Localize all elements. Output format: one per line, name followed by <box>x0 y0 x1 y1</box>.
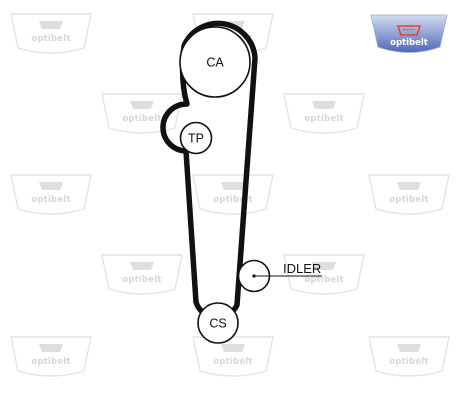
watermark-badge-shape <box>10 13 92 54</box>
watermark-text: optibelt <box>31 195 70 205</box>
watermark-emblem-icon <box>39 344 63 352</box>
pulley-cs: CS <box>197 302 239 344</box>
watermark-text: optibelt <box>213 195 252 205</box>
watermark-mark: optibelt <box>283 93 365 134</box>
watermark-emblem-icon <box>312 262 336 270</box>
watermark-text: optibelt <box>122 114 161 124</box>
watermark-text: optibelt <box>304 114 343 124</box>
watermark-badge-shape <box>101 93 183 134</box>
watermark-emblem-icon <box>221 182 245 190</box>
watermark-text: optibelt <box>304 275 343 285</box>
watermark-mark: optibelt <box>368 174 450 215</box>
watermark-mark: optibelt <box>192 336 274 377</box>
watermark-badge-shape <box>368 336 450 377</box>
watermark-text: optibelt <box>213 357 252 367</box>
watermark-emblem-icon <box>397 182 421 190</box>
watermark-badge-shape <box>283 93 365 134</box>
crankshaft-pulley-circle <box>197 302 239 344</box>
logo-badge-shape <box>370 14 448 53</box>
watermark-badge-shape <box>10 174 92 215</box>
watermark-mark: optibelt <box>101 93 183 134</box>
watermark-text: optibelt <box>389 195 428 205</box>
watermark-badge-shape <box>192 336 274 377</box>
watermark-emblem-icon <box>130 101 154 109</box>
watermark-emblem-icon <box>397 344 421 352</box>
pulley-tp: TP <box>179 121 213 155</box>
idler-callout: IDLER <box>255 261 322 277</box>
watermark-mark: optibelt <box>10 174 92 215</box>
watermark-text: optibelt <box>389 357 428 367</box>
camshaft-pulley-circle <box>179 26 251 98</box>
watermark-badge-shape <box>10 336 92 377</box>
watermark-mark: optibelt <box>10 13 92 54</box>
watermark-emblem-icon <box>39 21 63 29</box>
watermark-emblem-icon <box>312 101 336 109</box>
watermark-badge-shape <box>192 174 274 215</box>
pulley-ca: CA <box>179 26 251 98</box>
watermark-text: optibelt <box>31 357 70 367</box>
pulley-tp-label: TP <box>188 132 204 146</box>
watermark-emblem-icon <box>39 182 63 190</box>
watermark-emblem-icon <box>130 262 154 270</box>
watermark-mark: optibelt <box>283 254 365 295</box>
watermark-text: optibelt <box>122 275 161 285</box>
watermark-badge-shape <box>101 254 183 295</box>
watermark-badge-shape <box>283 254 365 295</box>
watermark-mark: optibelt <box>368 336 450 377</box>
pulley-ca-label: CA <box>206 56 224 70</box>
watermark-text: optibelt <box>31 34 70 44</box>
watermark-mark: optibelt <box>10 336 92 377</box>
watermark-mark: optibelt <box>101 254 183 295</box>
idler-center-dot <box>252 274 256 278</box>
logo-text: optibelt <box>390 38 428 48</box>
logo-emblem-icon <box>396 25 422 36</box>
tensioner-pulley-circle <box>179 121 213 155</box>
watermark-emblem-icon <box>221 344 245 352</box>
pulley-cs-label: CS <box>209 317 226 331</box>
timing-belt <box>160 20 258 321</box>
idler-callout-label: IDLER <box>283 261 321 276</box>
optibelt-logo: optibelt <box>370 14 448 53</box>
watermark-mark: optibelt <box>192 174 274 215</box>
watermark-badge-shape <box>368 174 450 215</box>
